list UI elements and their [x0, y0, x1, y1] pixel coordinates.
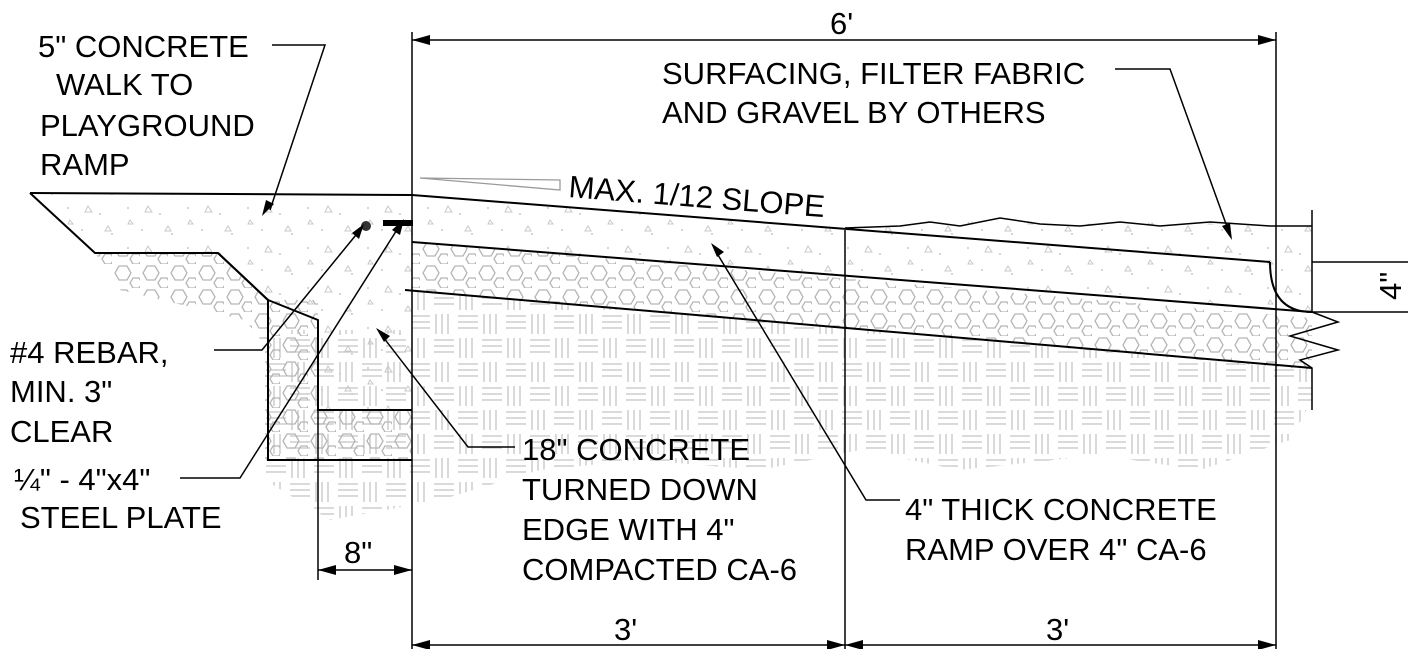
edge-offset-dimension: 8"	[344, 535, 372, 570]
rebar-label-line-2: MIN. 3"	[10, 374, 112, 409]
rebar-label: #4 REBAR, MIN. 3" CLEAR	[10, 335, 177, 449]
turned-down-line-1: 18" CONCRETE	[522, 432, 750, 467]
walk-label-line-2: WALK TO	[56, 67, 193, 102]
surfacing-label-line-2: AND GRAVEL BY OTHERS	[662, 95, 1046, 130]
section-linework	[29, 32, 1341, 649]
walk-label-line-3: PLAYGROUND	[40, 108, 255, 143]
rebar-label-line-3: CLEAR	[10, 414, 113, 449]
ramp-label-line-1: 4" THICK CONCRETE	[905, 492, 1217, 527]
leader-lines	[180, 44, 1232, 501]
turned-down-line-3: EDGE WITH 4"	[522, 512, 735, 547]
rebar-label-line-1: #4 REBAR,	[10, 335, 169, 370]
ramp-label: 4" THICK CONCRETE RAMP OVER 4" CA-6	[905, 492, 1226, 567]
plate-label-line-1: ¼" - 4"x4"	[14, 462, 150, 497]
subgrade-soil	[265, 290, 1312, 520]
turned-down-edge-label: 18" CONCRETE TURNED DOWN EDGE WITH 4" CO…	[522, 432, 797, 587]
dimension-lines	[318, 35, 1408, 649]
right-half-dimension: 3'	[1046, 612, 1069, 647]
surfacing-fill	[845, 220, 1312, 312]
walk-label-line-1: 5" CONCRETE	[38, 29, 249, 64]
steel-plate-symbol	[383, 220, 413, 226]
surfacing-label: SURFACING, FILTER FABRIC AND GRAVEL BY O…	[662, 56, 1094, 130]
turned-down-line-2: TURNED DOWN	[522, 472, 758, 507]
ca6-base	[95, 242, 1312, 460]
walk-label: 5" CONCRETE WALK TO PLAYGROUND RAMP	[38, 29, 263, 182]
rebar-symbol	[361, 221, 371, 231]
walk-label-line-4: RAMP	[40, 147, 130, 182]
plate-label-line-2: STEEL PLATE	[20, 500, 222, 535]
turned-down-line-4: COMPACTED CA-6	[522, 552, 797, 587]
slope-indicator	[419, 177, 561, 191]
overall-width-dimension: 6'	[830, 6, 853, 41]
concrete-walk-fill	[30, 193, 1312, 410]
thickness-dimension: 4"	[1373, 272, 1408, 300]
left-half-dimension: 3'	[614, 612, 637, 647]
ramp-label-line-2: RAMP OVER 4" CA-6	[905, 532, 1207, 567]
plate-label: ¼" - 4"x4" STEEL PLATE	[14, 462, 222, 535]
surfacing-label-line-1: SURFACING, FILTER FABRIC	[662, 56, 1085, 91]
